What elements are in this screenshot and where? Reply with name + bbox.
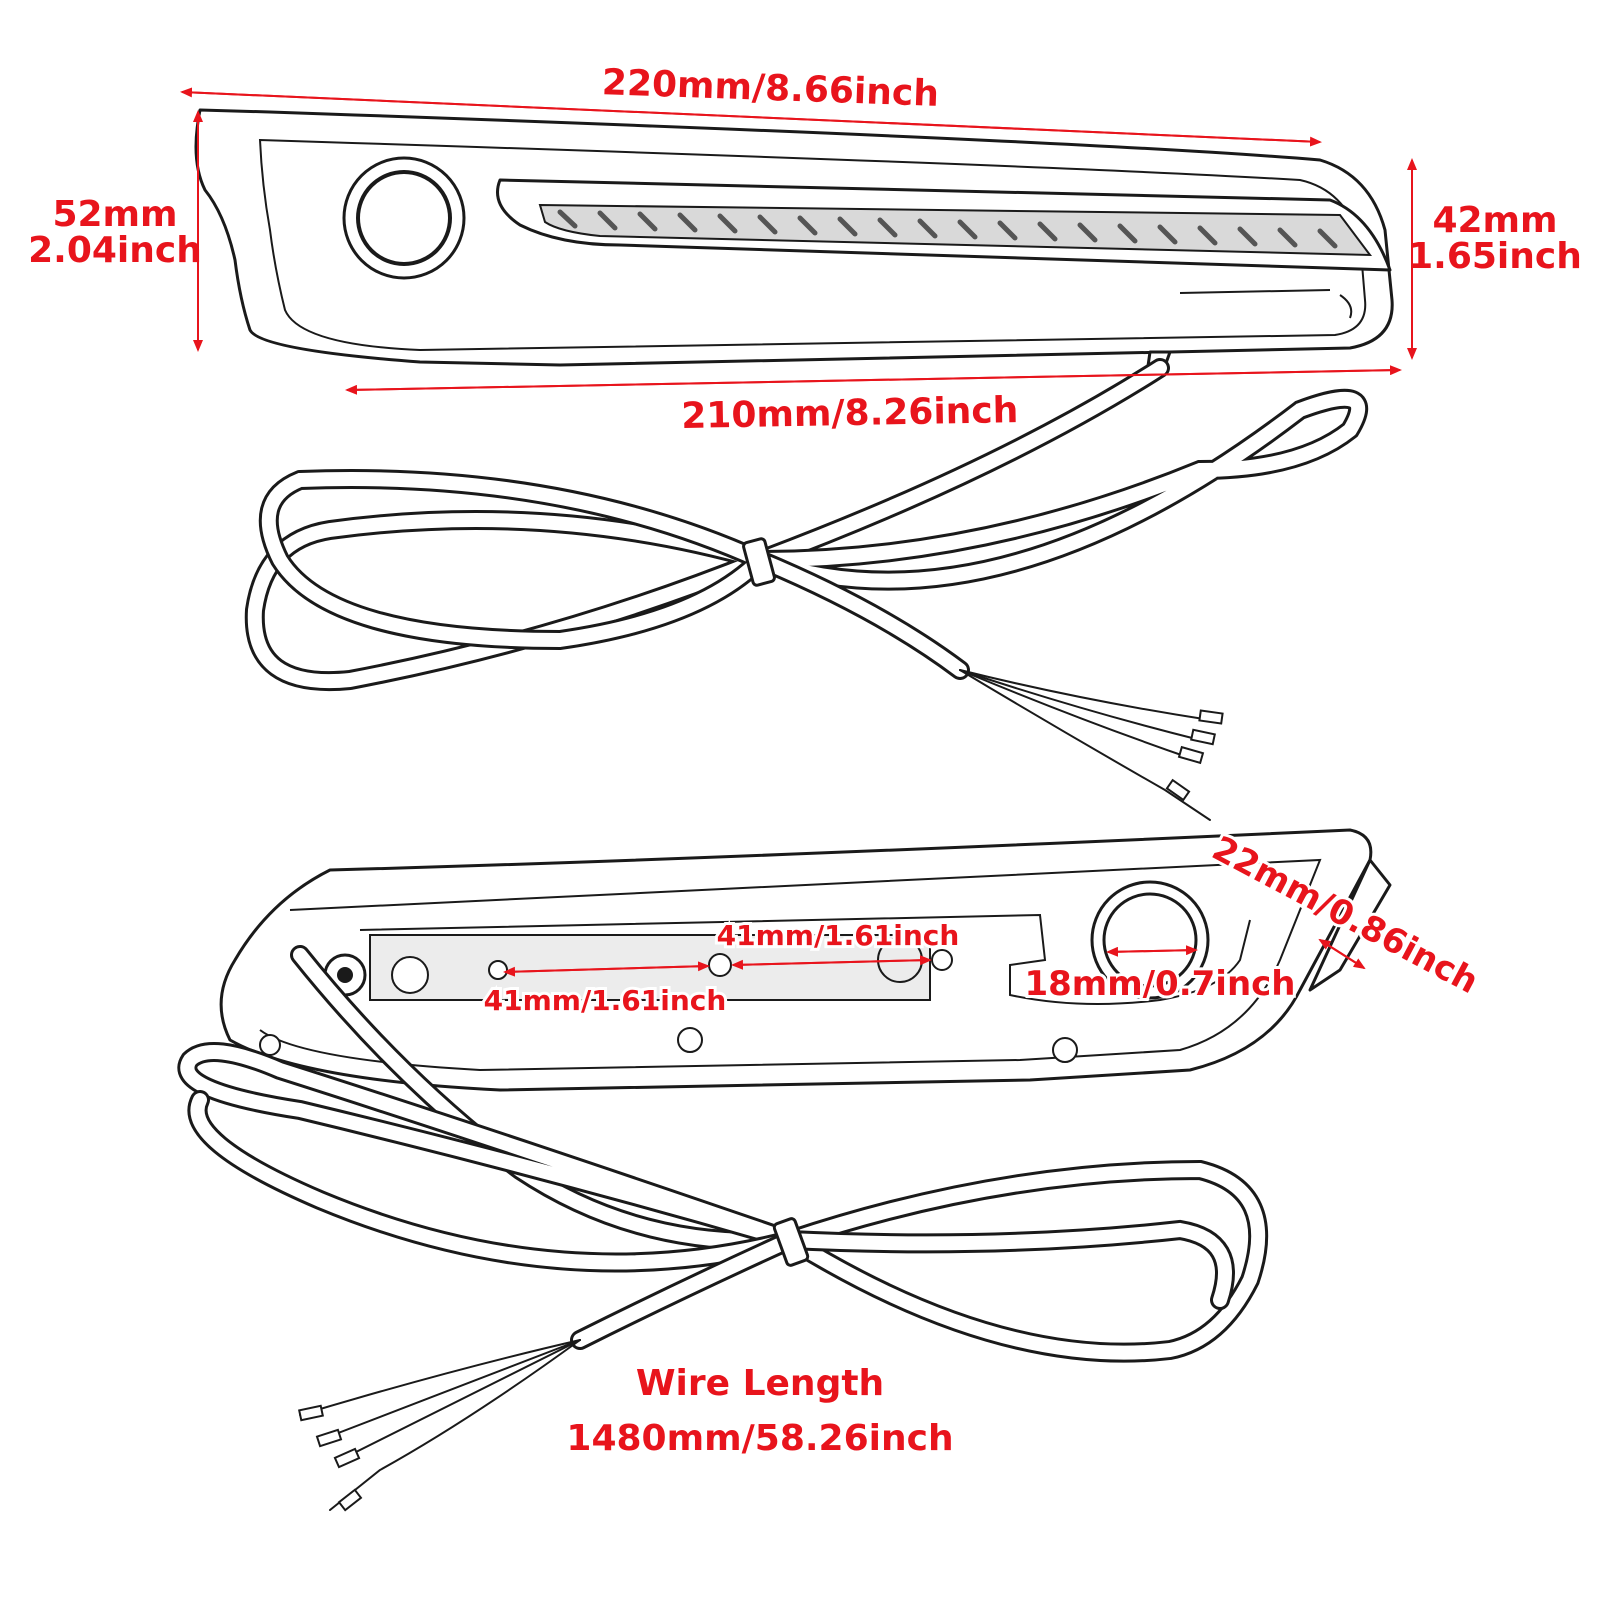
right-height-mm-label: 42mm	[1432, 200, 1557, 241]
top-wire-terminals	[1165, 709, 1224, 802]
bottom-cable-tie	[772, 1217, 810, 1267]
top-wire-bundle	[244, 358, 1369, 821]
bottom-mount-hole	[1102, 892, 1198, 988]
led-strip	[538, 203, 1373, 257]
top-light-sweep	[1179, 289, 1353, 319]
top-light-bevel	[258, 138, 1367, 352]
bottom-wire-bundle	[177, 945, 1269, 1512]
left-height-in-label: 2.04inch	[28, 230, 202, 271]
base-length-label: 210mm/8.26inch	[681, 390, 1019, 437]
bottom-light-rim	[259, 858, 1322, 1072]
led-segments	[557, 209, 1338, 249]
top-light-front-view	[194, 108, 1394, 368]
left-height-mm-label: 52mm	[52, 194, 177, 235]
wire-length-title: Wire Length	[636, 1363, 884, 1404]
bottom-light-back-view	[219, 828, 1392, 1092]
top-mount-hole	[356, 170, 452, 266]
hole-spacing-top-label: 41mm/1.61inch	[717, 919, 960, 952]
overall-length-label: 220mm/8.66inch	[601, 62, 939, 115]
board-hole-1	[488, 960, 508, 980]
board-screw-icon	[391, 956, 429, 994]
board-hole-2	[708, 953, 732, 977]
hole-diameter-label: 18mm/0.7inch	[1024, 964, 1295, 1004]
bottom-channel	[359, 913, 1251, 1005]
dimension-lines	[180, 87, 1417, 977]
wire-length-value: 1480mm/58.26inch	[566, 1418, 953, 1459]
top-cable-tie	[742, 537, 776, 587]
board-hole-3	[931, 949, 953, 971]
right-height-in-label: 1.65inch	[1408, 236, 1582, 277]
bottom-wire-terminals	[298, 1404, 363, 1512]
hole-spacing-bottom-label: 41mm/1.61inch	[484, 984, 727, 1017]
